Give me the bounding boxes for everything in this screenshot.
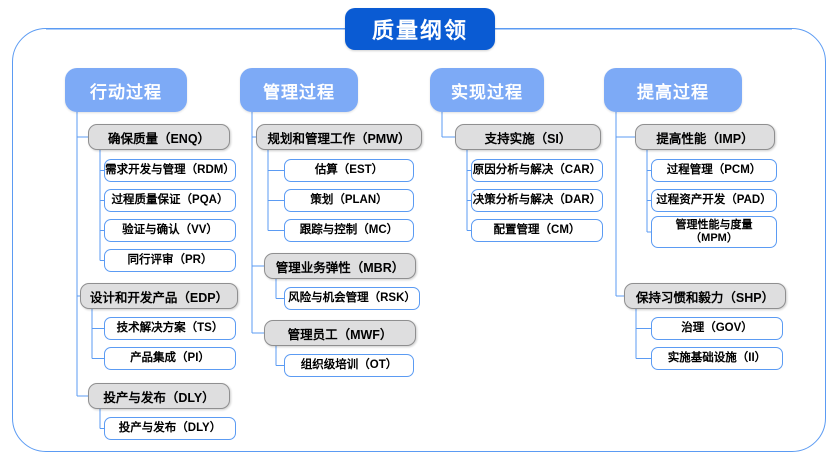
column-header-management[interactable]: 管理过程 [240, 68, 358, 112]
leaf-box-est[interactable]: 估算（EST） [284, 159, 414, 182]
column-header-implementation[interactable]: 实现过程 [430, 68, 544, 112]
leaf-box-mc[interactable]: 跟踪与控制（MC） [284, 219, 414, 242]
leaf-box-rsk[interactable]: 风险与机会管理（RSK） [284, 287, 420, 310]
leaf-box-mpm[interactable]: 管理性能与度量 （MPM） [651, 216, 777, 248]
group-box-mbr[interactable]: 管理业务弹性（MBR） [264, 253, 416, 279]
group-box-mwf[interactable]: 管理员工（MWF） [264, 320, 416, 346]
leaf-box-vv[interactable]: 验证与确认（VV） [104, 219, 236, 242]
diagram-title: 质量纲领 [345, 8, 495, 50]
column-header-improvement[interactable]: 提高过程 [604, 68, 742, 112]
leaf-box-rdm[interactable]: 需求开发与管理（RDM） [104, 159, 236, 182]
column-header-action[interactable]: 行动过程 [65, 68, 187, 112]
leaf-box-ii[interactable]: 实施基础设施（II） [651, 347, 783, 370]
leaf-box-dar[interactable]: 决策分析与解决（DAR） [471, 189, 603, 212]
leaf-box-dly[interactable]: 投产与发布（DLY） [104, 417, 236, 440]
leaf-box-pqa[interactable]: 过程质量保证（PQA） [104, 189, 236, 212]
leaf-box-ts[interactable]: 技术解决方案（TS） [104, 317, 236, 340]
leaf-box-car[interactable]: 原因分析与解决（CAR） [471, 159, 603, 182]
group-box-imp[interactable]: 提高性能（IMP） [635, 124, 775, 150]
leaf-box-pi[interactable]: 产品集成（PI） [104, 347, 236, 370]
leaf-box-gov[interactable]: 治理（GOV） [651, 317, 783, 340]
leaf-box-pcm[interactable]: 过程管理（PCM） [651, 159, 777, 182]
leaf-box-pr[interactable]: 同行评审（PR） [104, 249, 236, 272]
leaf-box-pad[interactable]: 过程资产开发（PAD） [651, 189, 777, 212]
leaf-box-cm[interactable]: 配置管理（CM） [471, 219, 603, 242]
group-box-dly[interactable]: 投产与发布（DLY） [88, 383, 230, 409]
leaf-box-ot[interactable]: 组织级培训（OT） [284, 354, 414, 377]
leaf-box-plan[interactable]: 策划（PLAN） [284, 189, 414, 212]
group-box-shp[interactable]: 保持习惯和毅力（SHP） [624, 283, 786, 309]
group-box-enq[interactable]: 确保质量（ENQ） [88, 124, 230, 150]
group-box-si[interactable]: 支持实施（SI） [455, 124, 601, 150]
group-box-pmw[interactable]: 规划和管理工作（PMW） [256, 124, 422, 150]
group-box-edp[interactable]: 设计和开发产品（EDP） [80, 283, 238, 309]
